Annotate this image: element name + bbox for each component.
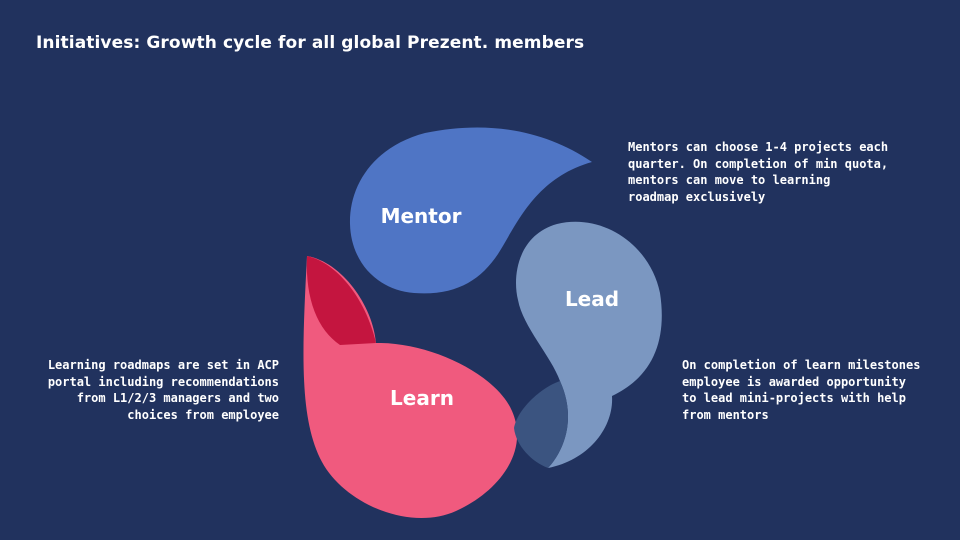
lead-label: Lead: [565, 287, 619, 311]
mentor-label: Mentor: [381, 204, 462, 228]
learn-description: Learning roadmaps are set in ACP portal …: [48, 357, 279, 423]
lead-description-line: employee is awarded opportunity: [682, 374, 906, 389]
learn-description-line: from L1/2/3 managers and two: [76, 391, 279, 405]
learn-label: Learn: [390, 386, 454, 410]
learn-overlap-tip: [306, 256, 376, 345]
page-title: Initiatives: Growth cycle for all global…: [36, 33, 585, 53]
mentor-description-line: mentors can move to learning: [628, 173, 831, 187]
learn-description-line: portal including recommendations: [47, 374, 279, 389]
mentor-petal: [349, 127, 592, 294]
mentor-description-line: quarter. On completion of min quota,: [628, 156, 889, 171]
lead-description: On completion of learn milestones employ…: [682, 357, 920, 423]
learn-description-line: Learning roadmaps are set in ACP: [47, 358, 279, 372]
lead-description-line: On completion of learn milestones: [682, 358, 921, 372]
mentor-description-line: roadmap exclusively: [628, 189, 766, 204]
mentor-description-line: Mentors can choose 1-4 projects each: [628, 140, 889, 154]
learn-description-line: choices from employee: [127, 407, 279, 422]
lead-description-line: to lead mini-projects with help: [682, 391, 906, 405]
lead-overlap-tail: [514, 381, 569, 468]
lead-description-line: from mentors: [682, 407, 769, 422]
mentor-description: Mentors can choose 1-4 projects each qua…: [628, 139, 888, 205]
